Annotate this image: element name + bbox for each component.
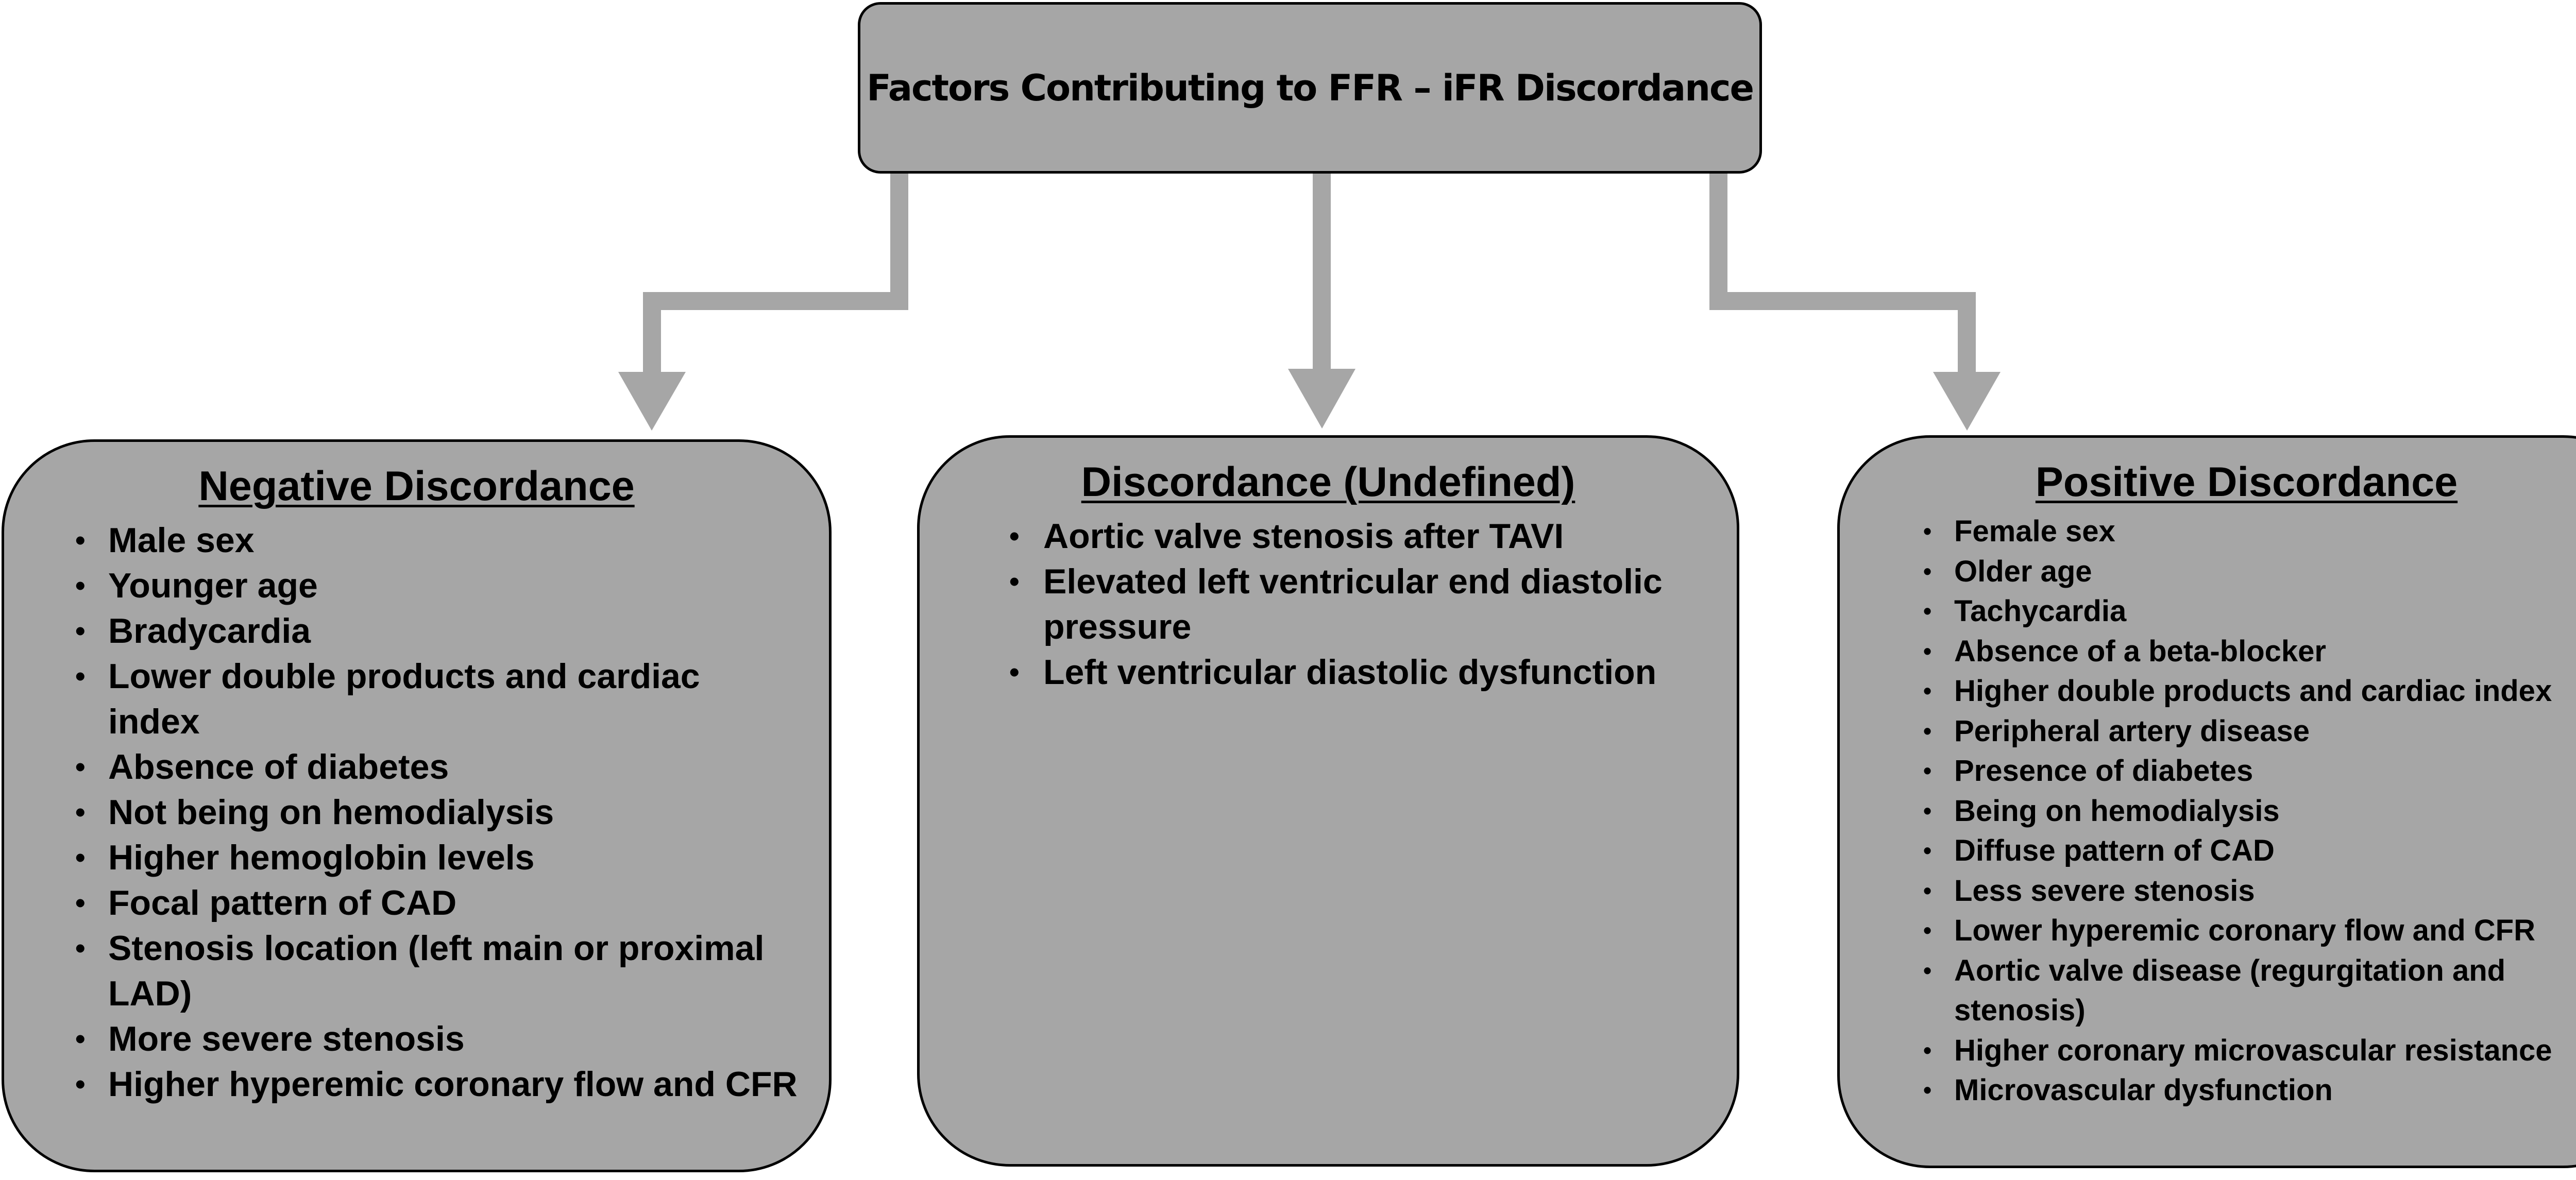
list-item: Tachycardia (1923, 591, 2576, 631)
negative-discordance-title: Negative Discordance (198, 463, 635, 509)
list-item: Higher hemoglobin levels (75, 835, 798, 880)
list-item: Aortic valve stenosis after TAVI (1009, 514, 1706, 559)
positive-discordance-list: Female sex Older age Tachycardia Absence… (1840, 511, 2576, 1110)
arrow-to-negative (618, 170, 908, 431)
list-item: Elevated left ventricular end diastolic … (1009, 559, 1706, 649)
list-item: Focal pattern of CAD (75, 880, 798, 926)
arrow-to-undefined (1288, 170, 1355, 429)
positive-discordance-node: Positive Discordance Female sex Older ag… (1837, 435, 2576, 1168)
list-item: Peripheral artery disease (1923, 711, 2576, 751)
list-item: Male sex (75, 518, 798, 563)
list-item: Older age (1923, 552, 2576, 592)
list-item: Microvascular dysfunction (1923, 1070, 2576, 1110)
list-item: Absence of a beta-blocker (1923, 631, 2576, 672)
list-item: Higher hyperemic coronary flow and CFR (75, 1062, 798, 1107)
list-item: Lower hyperemic coronary flow and CFR (1923, 911, 2576, 951)
list-item: Higher coronary microvascular resistance (1923, 1031, 2576, 1071)
undefined-discordance-title: Discordance (Undefined) (1081, 459, 1575, 505)
list-item: Diffuse pattern of CAD (1923, 831, 2576, 871)
list-item: Aortic valve disease (regurgitation and … (1923, 951, 2576, 1031)
list-item: Absence of diabetes (75, 744, 798, 790)
arrow-to-positive (1709, 170, 2001, 431)
list-item: Presence of diabetes (1923, 751, 2576, 791)
undefined-discordance-node: Discordance (Undefined) Aortic valve ste… (917, 435, 1739, 1167)
list-item: More severe stenosis (75, 1016, 798, 1062)
diagram-title: Factors Contributing to FFR – iFR Discor… (867, 66, 1754, 109)
negative-discordance-node: Negative Discordance Male sex Younger ag… (2, 439, 832, 1172)
list-item: Left ventricular diastolic dysfunction (1009, 649, 1706, 695)
list-item: Not being on hemodialysis (75, 790, 798, 835)
undefined-discordance-list: Aortic valve stenosis after TAVI Elevate… (920, 514, 1737, 695)
list-item: Younger age (75, 563, 798, 608)
positive-discordance-title: Positive Discordance (2035, 459, 2458, 505)
list-item: Less severe stenosis (1923, 871, 2576, 911)
list-item: Bradycardia (75, 608, 798, 654)
negative-discordance-list: Male sex Younger age Bradycardia Lower d… (4, 518, 829, 1107)
list-item: Lower double products and cardiac index (75, 654, 798, 744)
root-node: Factors Contributing to FFR – iFR Discor… (858, 2, 1762, 174)
list-item: Higher double products and cardiac index (1923, 671, 2576, 711)
list-item: Being on hemodialysis (1923, 791, 2576, 831)
list-item: Stenosis location (left main or proximal… (75, 926, 798, 1016)
list-item: Female sex (1923, 511, 2576, 552)
